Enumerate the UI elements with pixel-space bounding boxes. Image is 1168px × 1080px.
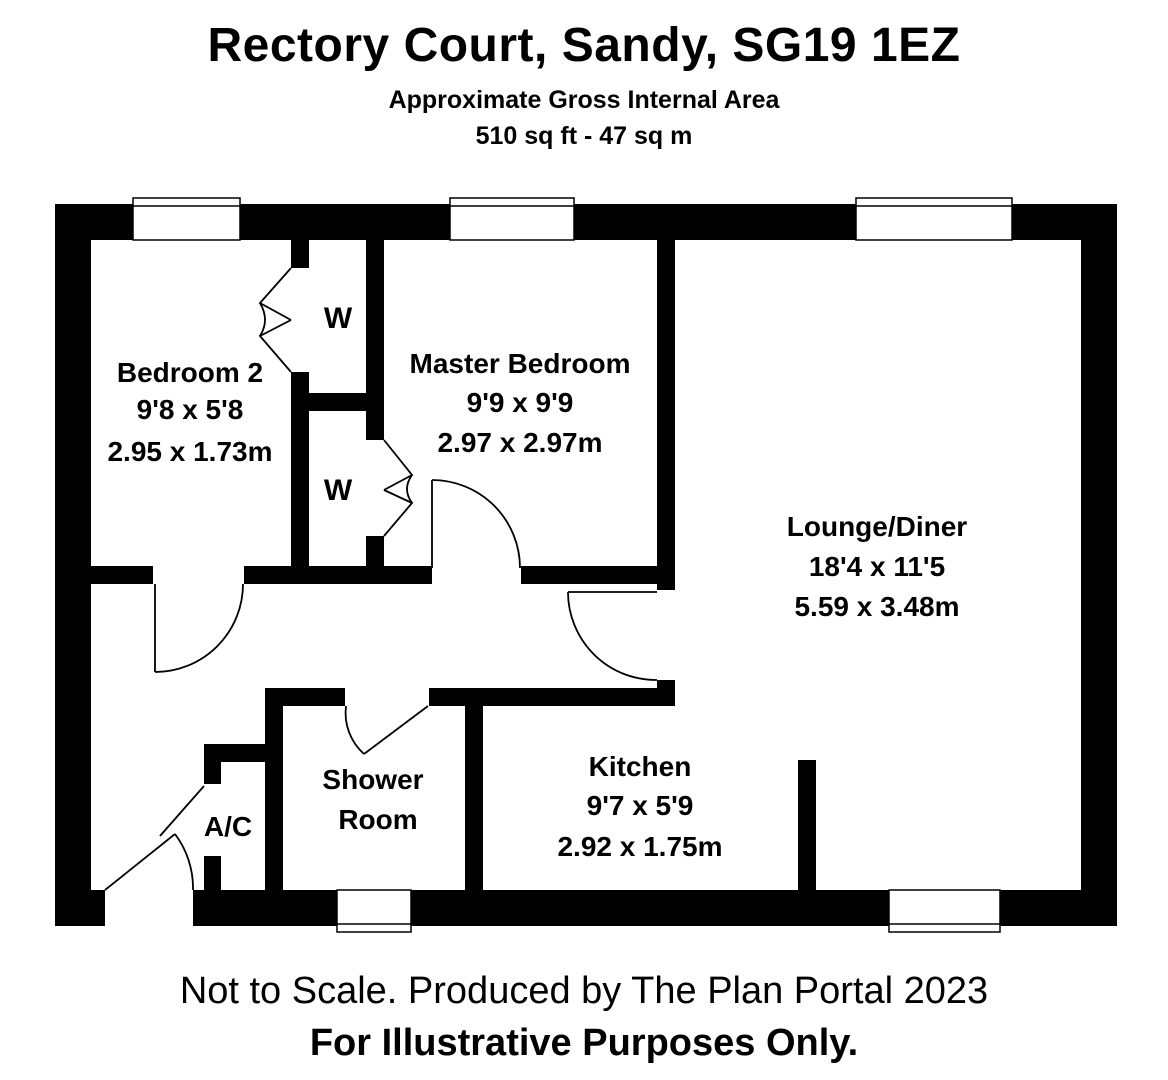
lounge-imperial: 18'4 x 11'5 xyxy=(809,551,945,582)
wardrobe-bottom-label: W xyxy=(324,474,353,507)
bedroom2-name: Bedroom 2 xyxy=(117,357,263,388)
shower-name-line1: Shower xyxy=(322,764,423,795)
door-master xyxy=(431,479,521,569)
master-name: Master Bedroom xyxy=(410,348,631,379)
interior-walls xyxy=(91,240,816,890)
door-airing-cupboard xyxy=(159,785,205,837)
door-wardrobe-bottom xyxy=(383,439,414,537)
disclaimer: Not to Scale. Produced by The Plan Porta… xyxy=(179,970,989,1012)
windows xyxy=(132,197,1013,933)
window-bedroom2 xyxy=(132,197,241,241)
door-shower xyxy=(344,705,429,755)
bedroom2-imperial: 9'8 x 5'8 xyxy=(137,394,244,425)
lounge-name: Lounge/Diner xyxy=(787,511,968,542)
doors xyxy=(104,267,658,891)
room-shower: Shower Room xyxy=(322,764,423,835)
wardrobe-top-label: W xyxy=(324,302,353,335)
kitchen-imperial: 9'7 x 5'9 xyxy=(587,790,694,821)
shower-name-line2: Room xyxy=(338,804,417,835)
door-lounge xyxy=(567,591,658,681)
window-kitchen xyxy=(888,889,1001,933)
illustrative-note: For Illustrative Purposes Only. xyxy=(309,1022,859,1064)
plan-title: Rectory Court, Sandy, SG19 1EZ xyxy=(207,19,961,72)
airing-cupboard-label: A/C xyxy=(204,811,252,842)
window-master xyxy=(449,197,575,241)
room-master: Master Bedroom 9'9 x 9'9 2.97 x 2.97m xyxy=(410,348,631,458)
kitchen-name: Kitchen xyxy=(589,751,692,782)
door-bedroom2 xyxy=(154,583,244,673)
master-metric: 2.97 x 2.97m xyxy=(437,427,602,458)
area-value: 510 sq ft - 47 sq m xyxy=(475,122,693,150)
lounge-metric: 5.59 x 3.48m xyxy=(794,591,959,622)
outer-walls xyxy=(55,204,1117,926)
door-entrance xyxy=(104,833,194,891)
bedroom2-metric: 2.95 x 1.73m xyxy=(107,436,272,467)
room-bedroom2: Bedroom 2 9'8 x 5'8 2.95 x 1.73m xyxy=(107,357,272,467)
window-lounge xyxy=(855,197,1013,241)
master-imperial: 9'9 x 9'9 xyxy=(467,387,574,418)
room-kitchen: Kitchen 9'7 x 5'9 2.92 x 1.75m xyxy=(557,751,722,862)
window-shower xyxy=(336,889,412,933)
kitchen-metric: 2.92 x 1.75m xyxy=(557,831,722,862)
room-lounge: Lounge/Diner 18'4 x 11'5 5.59 x 3.48m xyxy=(787,511,968,622)
area-label: Approximate Gross Internal Area xyxy=(388,86,780,114)
door-wardrobe-top xyxy=(258,267,292,373)
